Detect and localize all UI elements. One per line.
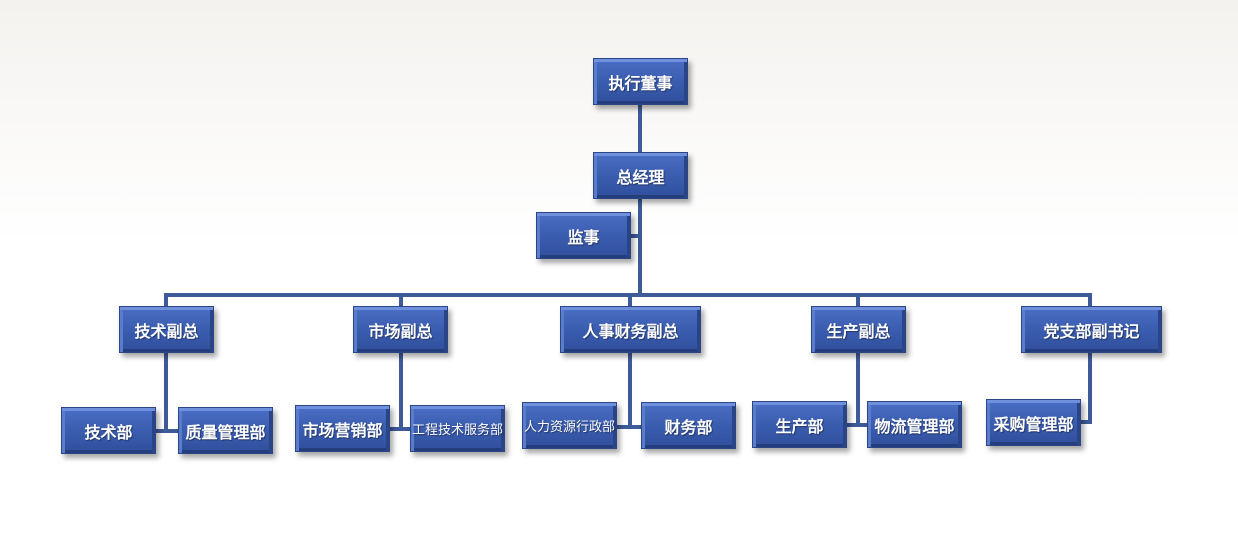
node-executive-director: 执行董事 xyxy=(593,58,688,105)
connector-line xyxy=(628,293,632,429)
connector-line xyxy=(847,423,867,427)
node-hr-admin-dept: 人力资源行政部 xyxy=(522,402,617,449)
node-vp-hr-finance: 人事财务副总 xyxy=(560,306,701,353)
connector-line xyxy=(856,293,860,427)
connector-line xyxy=(1081,420,1092,424)
node-quality-dept: 质量管理部 xyxy=(178,407,273,454)
node-general-manager: 总经理 xyxy=(593,152,688,199)
node-supervisor: 监事 xyxy=(536,212,631,259)
node-finance-dept: 财务部 xyxy=(641,402,736,449)
node-vp-production: 生产副总 xyxy=(811,306,906,353)
node-tech-dept: 技术部 xyxy=(61,407,156,454)
connector-line xyxy=(399,293,403,431)
connector-line xyxy=(631,234,640,238)
connector-line xyxy=(390,427,410,431)
connector-line xyxy=(156,429,178,433)
node-vp-tech: 技术副总 xyxy=(119,306,214,353)
node-procurement-dept: 采购管理部 xyxy=(986,399,1081,446)
node-party-deputy-secretary: 党支部副书记 xyxy=(1021,306,1162,353)
connector-line xyxy=(164,293,168,433)
node-logistics-dept: 物流管理部 xyxy=(867,401,962,448)
node-engineering-service-dept: 工程技术服务部 xyxy=(410,405,505,452)
node-vp-market: 市场副总 xyxy=(353,306,448,353)
node-marketing-dept: 市场营销部 xyxy=(295,405,390,452)
connector-line xyxy=(617,425,641,429)
connector-line xyxy=(638,105,642,297)
node-production-dept: 生产部 xyxy=(752,401,847,448)
connector-line xyxy=(1088,293,1092,424)
